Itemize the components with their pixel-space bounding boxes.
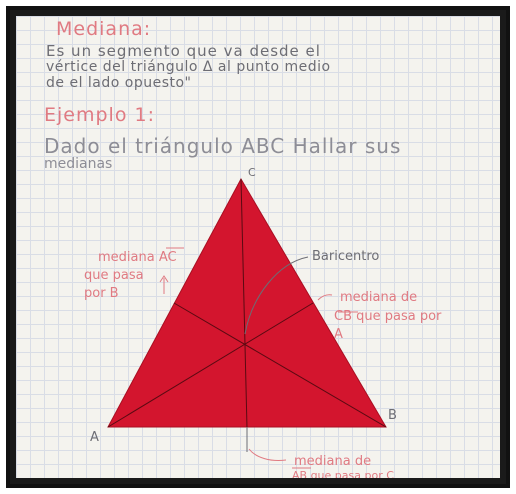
- heading-mediana: Mediana:: [56, 18, 152, 40]
- ab-arrow: [248, 448, 287, 461]
- vertex-a-label: A: [90, 430, 99, 445]
- median-ac-label-1: mediana AC: [98, 250, 177, 265]
- example-heading: Ejemplo 1:: [44, 104, 155, 126]
- definition-line-2: vértice del triángulo Δ al punto medio: [46, 59, 331, 75]
- baricentro-pointer: [244, 256, 309, 335]
- vertex-c-label: C: [248, 166, 256, 179]
- notebook-page: Mediana: Es un segmento que va desde el …: [16, 16, 500, 478]
- cb-arrow: [317, 294, 333, 301]
- median-ac-label-3: por B: [84, 286, 119, 301]
- median-cb-label-2: CB que pasa por: [334, 309, 442, 324]
- median-cb-label-1: mediana de: [340, 290, 418, 305]
- median-from-c: [240, 178, 248, 429]
- median-ac-label-2: que pasa: [84, 268, 144, 283]
- median-from-a: [107, 302, 314, 428]
- vertex-b-label: B: [388, 408, 397, 423]
- triangle-figure: [107, 177, 387, 469]
- definition-line-1: Es un segmento que va desde el: [46, 42, 321, 60]
- prompt-line-1: Dado el triángulo ABC Hallar sus: [44, 134, 402, 158]
- median-cb-label-3: A: [334, 327, 343, 342]
- prompt-line-2: medianas: [44, 156, 113, 172]
- baricentro-label: Baricentro: [312, 249, 380, 264]
- median-ab-label-1: mediana de: [294, 454, 372, 469]
- median-ab-label-2: AB que pasa por C: [292, 469, 394, 478]
- definition-line-3: de el lado opuesto": [46, 75, 192, 91]
- median-from-b: [173, 302, 387, 428]
